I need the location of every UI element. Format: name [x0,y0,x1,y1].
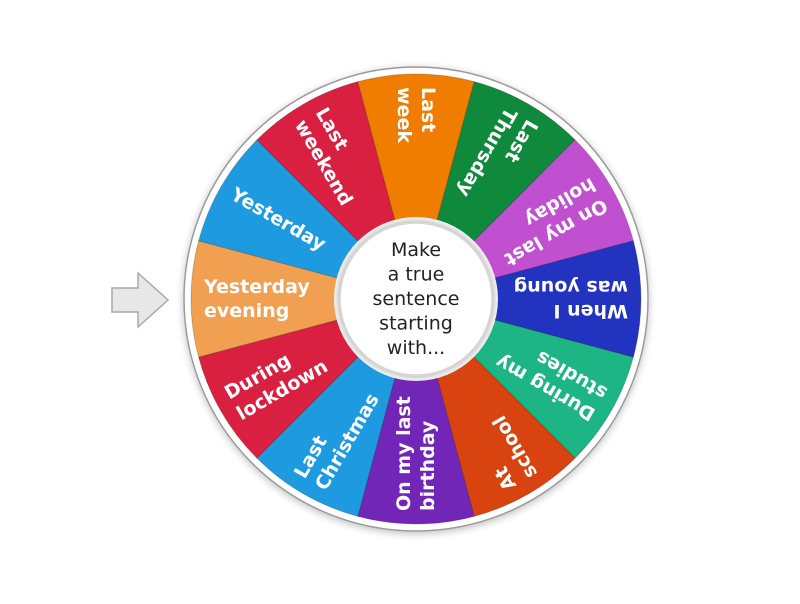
spin-wheel[interactable]: YesterdayeveningYesterdayLastweekendLast… [183,66,649,532]
segment-label: Yesterday [203,276,310,298]
hub-prompt-line: Make [391,239,441,261]
segment-label: evening [204,300,289,322]
segment-label: week [393,87,415,143]
segment-label: Last [417,87,439,132]
hub-prompt-line: a true [388,264,445,286]
segment-label: When I [553,300,628,322]
segment-label: birthday [417,420,439,511]
segment-label: On my last [393,396,415,511]
hub-prompt-line: starting [379,313,453,335]
hub-prompt-line: with... [387,337,445,359]
hub-prompt-line: sentence [373,288,460,310]
arrow-right-icon [111,271,170,329]
segment-label: was young [514,276,628,298]
wheel-hub[interactable] [339,222,493,376]
wheel-segments: YesterdayeveningYesterdayLastweekendLast… [190,73,642,525]
